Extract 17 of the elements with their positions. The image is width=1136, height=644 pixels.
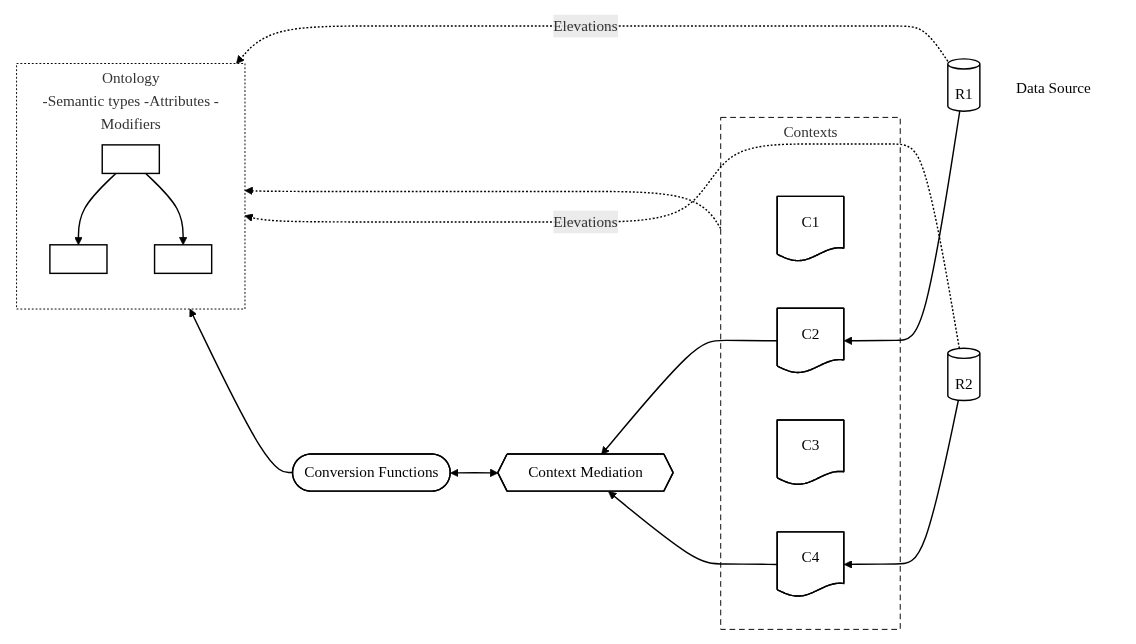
arrow xyxy=(236,25,949,64)
node-box xyxy=(101,144,161,175)
arrow xyxy=(450,468,499,478)
arrow xyxy=(601,339,779,455)
node-box xyxy=(49,244,108,275)
arrow xyxy=(843,399,960,569)
arrow xyxy=(843,110,961,345)
arrow xyxy=(244,143,961,349)
arrow xyxy=(608,491,779,566)
cluster: Ontology -Semantic types -Attributes -Modifiers xyxy=(16,63,246,310)
arrow xyxy=(145,172,188,246)
arrow xyxy=(244,186,722,230)
node-box xyxy=(153,244,213,275)
arrow xyxy=(74,172,117,246)
node-label: Data Source xyxy=(1016,79,1091,97)
edge-label: Elevations xyxy=(553,17,618,34)
edge-label: Elevations xyxy=(553,213,618,230)
